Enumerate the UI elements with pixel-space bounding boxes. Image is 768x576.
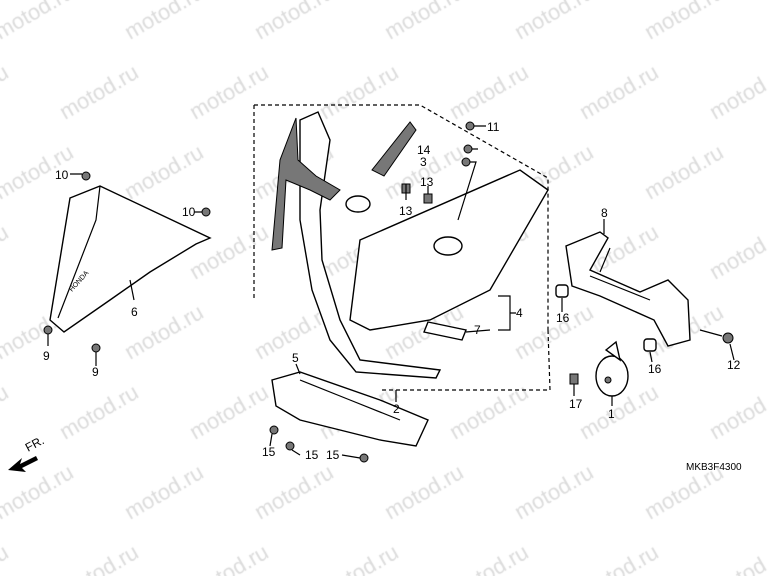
callout-14: 14 bbox=[417, 143, 431, 157]
callout-13: 13 bbox=[420, 175, 434, 189]
assembly-boundary bbox=[253, 104, 551, 391]
front-arrow: FR. bbox=[8, 433, 46, 472]
callout-3: 3 bbox=[420, 155, 427, 169]
inner-cover bbox=[271, 371, 429, 447]
callout-2: 2 bbox=[393, 402, 400, 416]
callout-11: 11 bbox=[487, 120, 500, 134]
callout-8: 8 bbox=[601, 206, 608, 220]
stay-bracket bbox=[565, 231, 691, 347]
callout-9: 9 bbox=[43, 349, 50, 363]
callout-10: 10 bbox=[55, 168, 69, 182]
callout-15: 15 bbox=[326, 448, 340, 462]
windscreen: HONDA bbox=[49, 185, 212, 333]
hardware bbox=[43, 121, 734, 463]
callout-17: 17 bbox=[569, 397, 583, 411]
front-arrow-label: FR. bbox=[23, 433, 47, 454]
callout-5: 5 bbox=[292, 351, 299, 365]
callout-12: 12 bbox=[727, 358, 741, 372]
leader-lines bbox=[47, 125, 735, 459]
diagram-code: MKB3F4300 bbox=[686, 462, 742, 473]
upper-cowl bbox=[271, 111, 442, 379]
side-panel bbox=[349, 169, 549, 341]
callout-4: 4 bbox=[516, 306, 523, 320]
callout-1: 1 bbox=[608, 407, 615, 421]
callout-layer: 11 143 13 13 10 10 6 9 9 8 16 4 7 2 5 15 15 15 16 12 17 1 bbox=[43, 120, 741, 462]
callout-15: 15 bbox=[305, 448, 319, 462]
callout-9: 9 bbox=[92, 365, 99, 379]
horn bbox=[595, 340, 629, 397]
callout-13: 13 bbox=[399, 204, 413, 218]
callout-15: 15 bbox=[262, 445, 276, 459]
callout-7: 7 bbox=[474, 323, 481, 337]
callout-16: 16 bbox=[556, 311, 570, 325]
callout-16: 16 bbox=[648, 362, 662, 376]
callout-6: 6 bbox=[131, 305, 138, 319]
callout-10: 10 bbox=[182, 205, 196, 219]
seal-strip bbox=[423, 321, 467, 341]
